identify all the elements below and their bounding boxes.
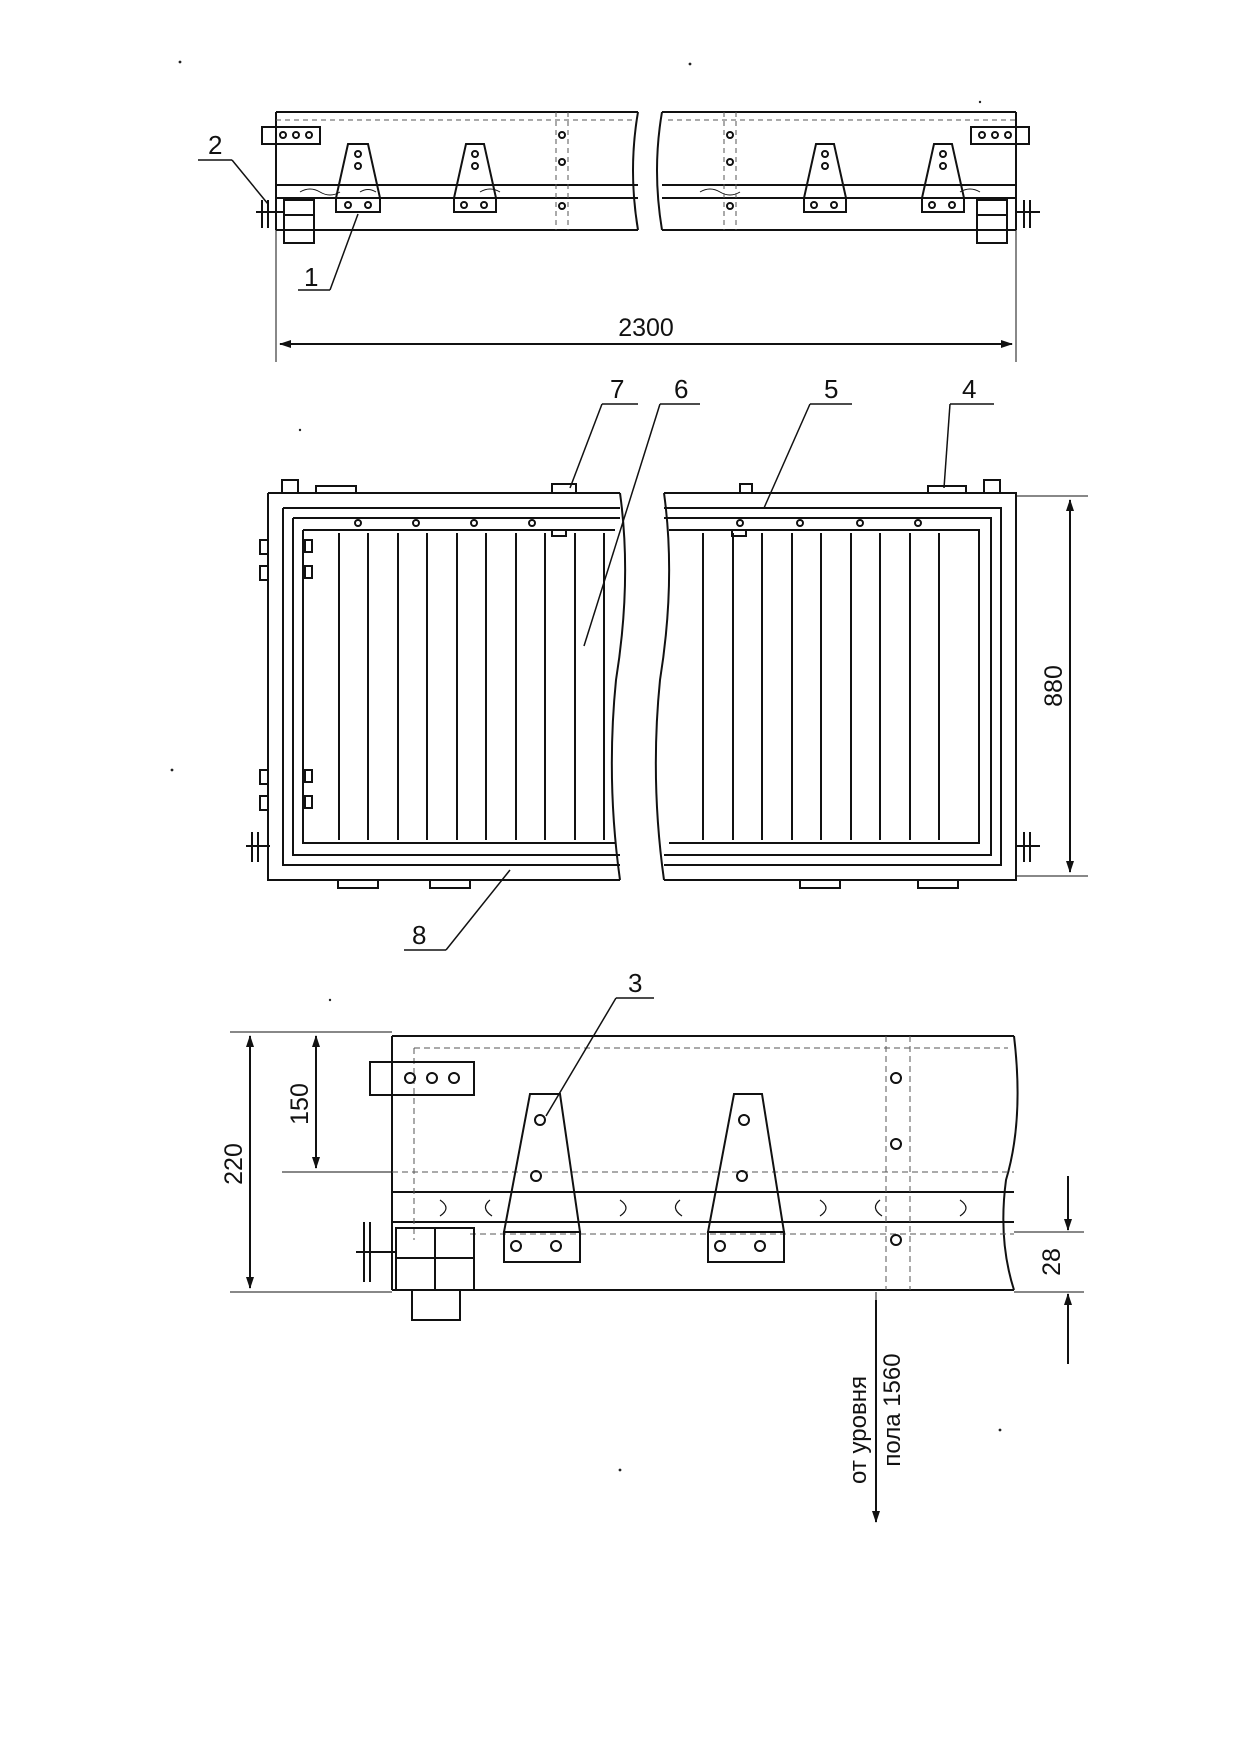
floor-level-note-line2: пола 1560 xyxy=(879,1353,906,1466)
dimension-880: 880 xyxy=(1040,665,1068,707)
callout-7: 7 xyxy=(610,374,624,404)
callout-8: 8 xyxy=(412,920,426,950)
dimension-220: 220 xyxy=(220,1143,248,1185)
top-elevation-view xyxy=(256,111,1040,362)
callout-1: 1 xyxy=(304,262,318,292)
callout-6: 6 xyxy=(674,374,688,404)
plan-view xyxy=(246,479,1088,889)
dimension-28: 28 xyxy=(1038,1248,1066,1276)
dimension-2300: 2300 xyxy=(618,314,674,342)
callout-3: 3 xyxy=(628,968,642,998)
callout-2: 2 xyxy=(208,130,222,160)
dimension-150: 150 xyxy=(286,1083,314,1125)
callout-5: 5 xyxy=(824,374,838,404)
scan-noise xyxy=(170,60,1002,1472)
detail-elevation-view xyxy=(230,1031,1084,1321)
floor-level-note-line1: от уровня xyxy=(845,1376,872,1484)
callout-4: 4 xyxy=(962,374,976,404)
